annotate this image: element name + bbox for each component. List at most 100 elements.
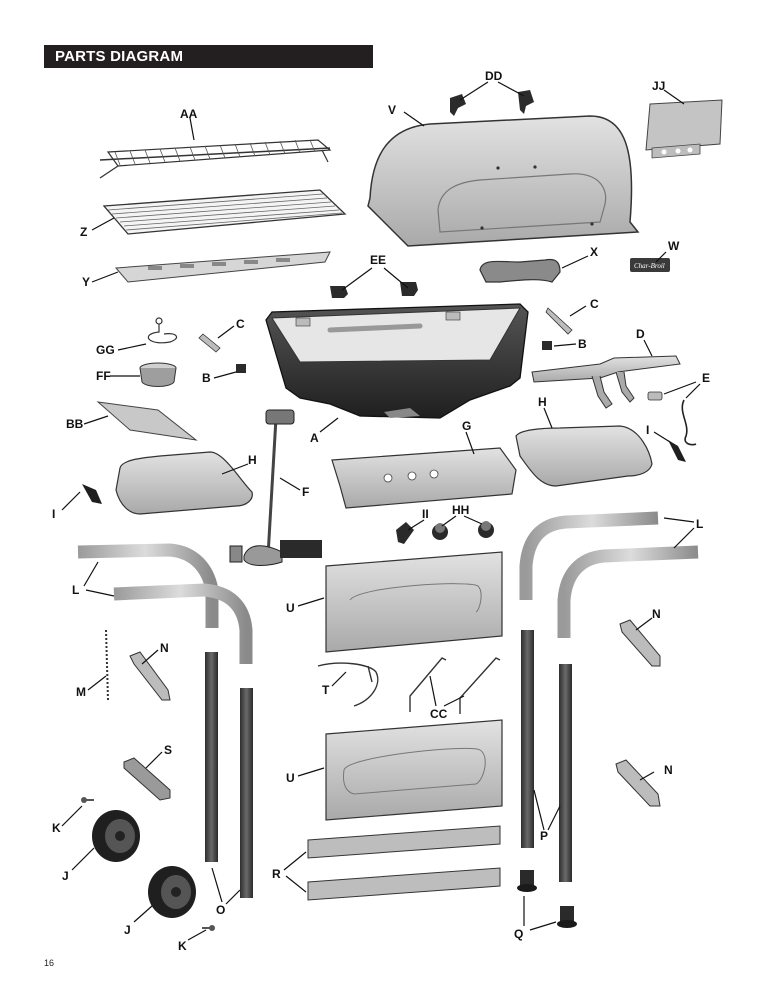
tank-bracket [123,757,171,801]
label-N-right-upper: N [652,607,661,621]
axle-bolt-upper [81,797,94,803]
label-K-lower: K [178,939,187,953]
cart-frame-left [77,543,253,898]
label-T: T [322,683,330,697]
label-U-lower: U [286,771,295,785]
label-N-left: N [160,641,169,655]
clip-right [542,341,552,350]
label-GG: GG [96,343,115,357]
side-plate [96,401,198,441]
label-C-left: C [236,317,245,331]
brand-logo-text: Char-Broil [634,262,665,270]
label-X: X [590,245,598,259]
label-N-right-lower: N [664,763,673,777]
label-C-right: C [590,297,599,311]
label-EE: EE [370,253,386,267]
burner [531,355,681,409]
tank-retainer [317,662,379,707]
label-G: G [462,419,471,433]
label-Q: Q [514,927,523,941]
label-E: E [702,371,710,385]
page-title: PARTS DIAGRAM [55,48,184,65]
cooking-grate [102,189,347,235]
label-L-right: L [696,517,703,531]
label-K-upper: K [52,821,61,835]
heat-shield-panel [645,99,723,159]
clip-left [236,364,246,373]
label-H-right: H [538,395,547,409]
label-S: S [164,743,172,757]
igniter-chain [105,629,109,701]
brand-logo: Char-Broil [630,258,670,272]
valve [396,522,414,544]
callout-labels: AA DD V JJ Z Y EE X W C C GG D B B FF E … [52,69,710,953]
cabinet-door-lower [325,719,503,821]
label-II: II [422,507,429,521]
leveling-foot-upper [517,870,537,892]
label-I-right: I [646,423,649,437]
leveling-foot-lower [557,906,577,928]
label-I-left: I [52,507,55,521]
shelf-clip-right [668,440,686,462]
wheel-upper [92,810,140,862]
label-P: P [540,829,548,843]
cup-holder-hook [147,317,178,344]
label-HH: HH [452,503,469,517]
label-L-left: L [72,583,79,597]
label-R: R [272,867,281,881]
label-O: O [216,903,225,917]
label-B-right: B [578,337,587,351]
label-J-upper: J [62,869,69,883]
gas-manifold [229,409,322,566]
label-W: W [668,239,680,253]
igniter-electrode [647,391,697,446]
small-bracket-left [198,333,221,353]
label-U-upper: U [286,601,295,615]
page-number: 16 [44,958,55,968]
label-JJ: JJ [652,79,665,93]
label-Z: Z [80,225,87,239]
control-knob-right [478,521,494,538]
cart-frame-right [519,511,699,882]
lid-hinges [450,90,534,116]
side-shelf-left [115,451,253,515]
label-D: D [636,327,645,341]
grill-lid [367,115,640,247]
control-knob-left [432,523,448,540]
leader-lines [61,81,701,941]
brace-right-upper [619,619,661,667]
label-Y: Y [82,275,90,289]
wheel-lower [148,866,196,918]
brace-left [129,651,171,701]
label-AA: AA [180,107,198,121]
warming-rack [99,139,332,179]
heat-tent [114,251,331,283]
control-panel [331,447,517,509]
lid-brackets [330,282,418,298]
bottom-rail-lower [307,867,501,901]
wire-supports [409,657,501,714]
bottom-rail-upper [307,825,501,859]
axle-bolt-lower [202,925,215,931]
header-bar: PARTS DIAGRAM [44,45,373,68]
side-shelf-right [515,425,653,487]
label-F: F [302,485,309,499]
label-CC: CC [430,707,448,721]
label-DD: DD [485,69,503,83]
brace-right-lower [615,759,661,807]
label-BB: BB [66,417,84,431]
cabinet-door-upper [325,551,503,653]
label-V: V [388,103,396,117]
lid-handle [479,258,561,283]
small-bracket-right [545,307,573,335]
label-A: A [310,431,319,445]
label-J-lower: J [124,923,131,937]
firebox [265,303,529,419]
label-B-left: B [202,371,211,385]
shelf-clip-left [82,484,102,504]
label-FF: FF [96,369,111,383]
grease-cup [139,362,177,387]
label-H-left: H [248,453,257,467]
label-M: M [76,685,86,699]
